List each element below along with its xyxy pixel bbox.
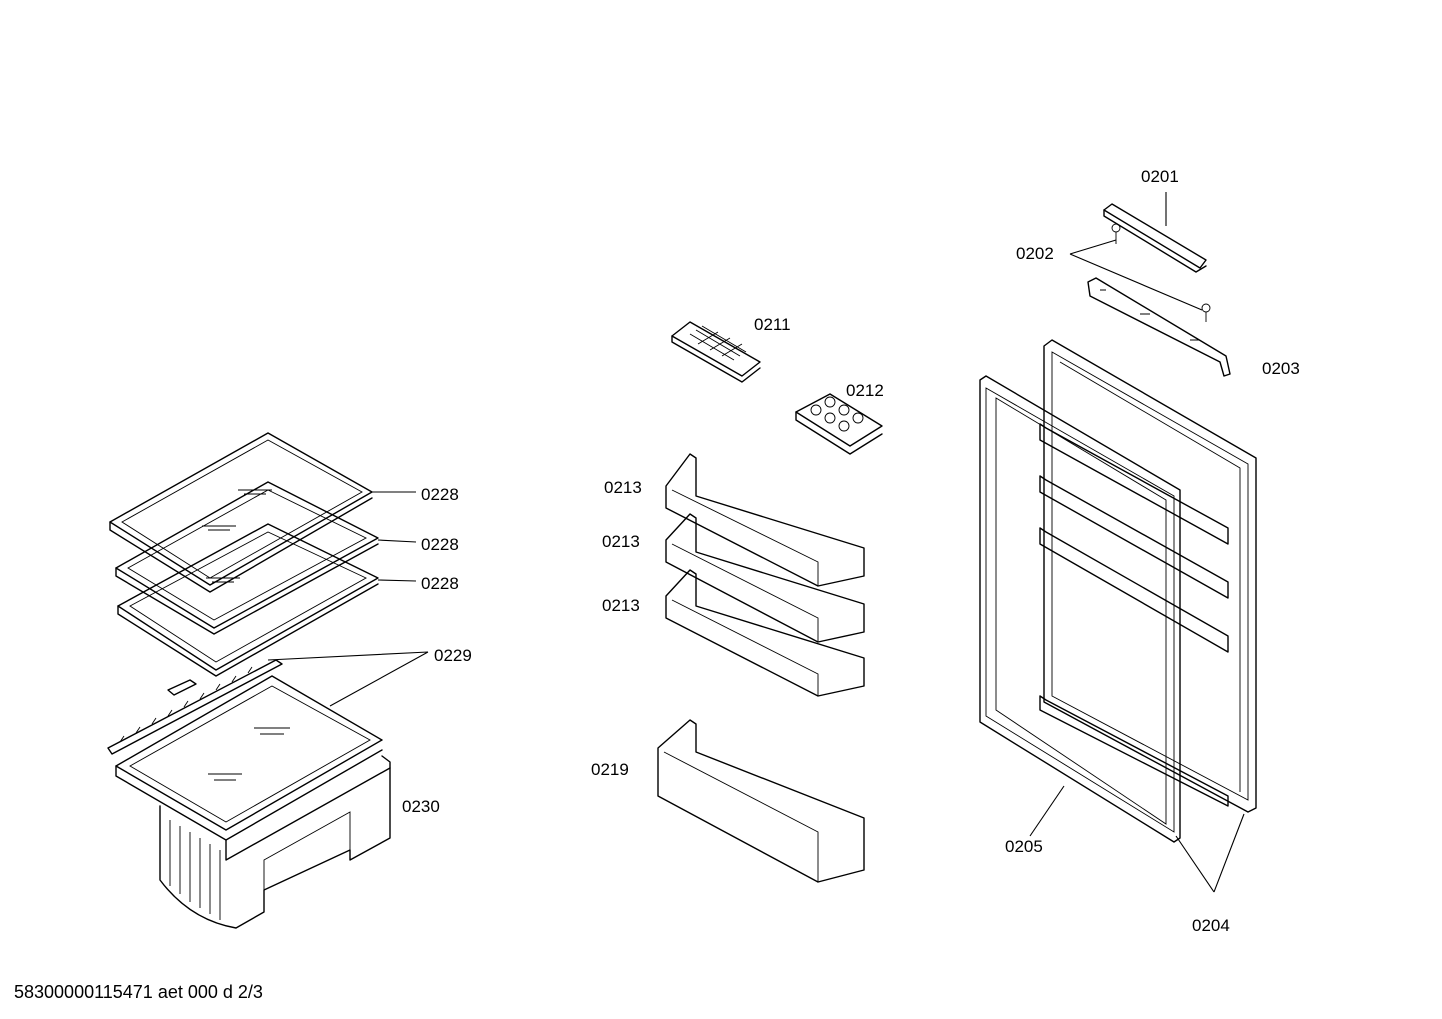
label-0202: 0202 <box>1016 244 1054 263</box>
glass-shelf-lower <box>117 523 379 677</box>
label-0213-top: 0213 <box>604 478 642 497</box>
label-0211: 0211 <box>754 315 791 334</box>
label-0228-top: 0228 <box>421 485 459 504</box>
door-inner-panel <box>1039 339 1257 813</box>
glass-shelf-middle <box>115 481 379 635</box>
egg-tray <box>795 393 883 455</box>
crisper-cover-glass <box>115 675 383 841</box>
shelf-rail-strip <box>107 659 283 755</box>
ice-cube-tray <box>671 321 761 383</box>
label-0219: 0219 <box>591 760 629 779</box>
door-bin-1 <box>665 453 865 587</box>
label-0213-middle: 0213 <box>602 532 640 551</box>
hinge-cover <box>1103 203 1207 273</box>
label-0213-lower: 0213 <box>602 596 640 615</box>
document-reference: 58300000115471 aet 000 d 2/3 <box>14 982 263 1002</box>
label-0201: 0201 <box>1141 167 1179 186</box>
screw-right <box>1201 303 1211 322</box>
label-0229: 0229 <box>434 646 472 665</box>
label-0203: 0203 <box>1262 359 1300 378</box>
screw-left <box>1111 223 1121 244</box>
leader-0229 <box>267 651 429 707</box>
leader-0228c <box>377 579 417 582</box>
label-0204: 0204 <box>1192 916 1230 935</box>
door-bin-bottle <box>657 719 865 883</box>
label-0228-lower: 0228 <box>421 574 459 593</box>
hinge-bracket <box>1087 277 1231 377</box>
leader-0205 <box>1029 785 1065 837</box>
label-0228-middle: 0228 <box>421 535 459 554</box>
leader-0228b <box>377 539 417 543</box>
label-0212: 0212 <box>846 381 884 400</box>
label-0230: 0230 <box>402 797 440 816</box>
label-0205: 0205 <box>1005 837 1043 856</box>
crisper-drawer <box>159 755 391 929</box>
door-bin-3 <box>665 569 865 697</box>
leader-0204 <box>1175 813 1245 893</box>
leader-0202 <box>1069 239 1203 311</box>
door-gasket <box>979 375 1181 843</box>
door-bin-2 <box>665 513 865 643</box>
